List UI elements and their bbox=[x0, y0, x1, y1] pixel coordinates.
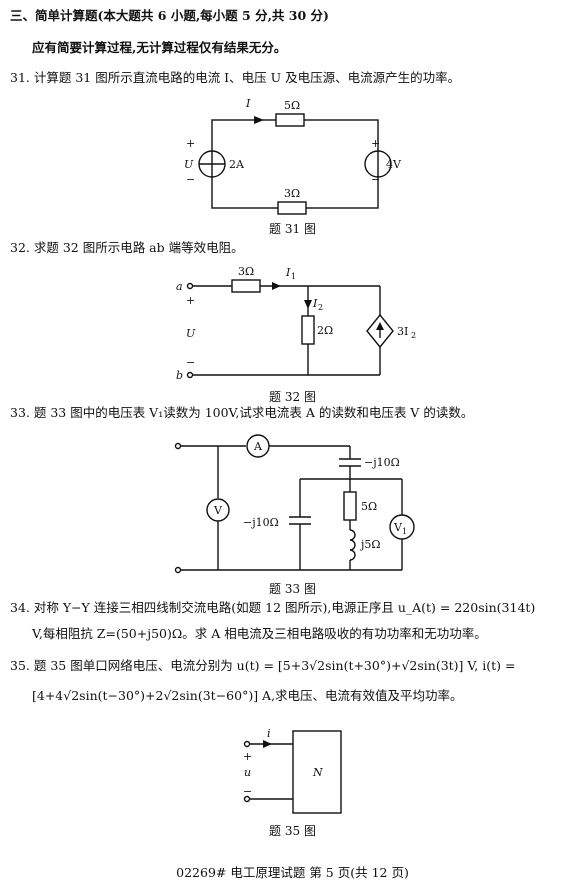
fig31-resistor-3ohm bbox=[277, 201, 307, 215]
fig32-label-U: U bbox=[186, 327, 196, 340]
fig35-plus: + bbox=[243, 750, 252, 763]
fig32-label-b: b bbox=[176, 369, 183, 382]
figure-31-caption: 题 31 图 bbox=[269, 222, 316, 236]
fig32-label-I2-sub: 2 bbox=[318, 303, 323, 312]
fig33-inductor bbox=[349, 529, 356, 561]
fig33-label-V1-sub: 1 bbox=[402, 527, 407, 536]
fig31-label-5ohm: 5Ω bbox=[284, 99, 300, 112]
fig32-label-3ohm: 3Ω bbox=[238, 265, 254, 278]
fig33-resistor-5ohm bbox=[343, 491, 357, 521]
fig35-terminal-bottom bbox=[243, 795, 251, 803]
figure-33-circuit: A −j10Ω V −j10Ω 5Ω j5Ω V 1 bbox=[174, 434, 415, 574]
fig32-label-I1-sub: 1 bbox=[291, 272, 296, 281]
fig32-terminal-b bbox=[186, 371, 194, 379]
question-34-line1: 34. 对称 Y−Y 连接三相四线制交流电路(如题 12 图所示),电源正序且 … bbox=[10, 600, 536, 615]
question-34-line2: V,每相阻抗 Z=(50+j50)Ω。求 A 相电流及三相电路吸收的有功功率和无… bbox=[32, 626, 487, 641]
fig32-dependent-source-arrow bbox=[376, 322, 384, 330]
fig31-plus-left: + bbox=[186, 137, 195, 150]
fig33-label-j5ohm: j5Ω bbox=[359, 538, 381, 551]
question-35-line2: [4+4√2sin(t−30°)+2√2sin(3t−60°)] A,求电压、电… bbox=[32, 688, 463, 703]
figure-33-caption: 题 33 图 bbox=[269, 582, 316, 596]
fig35-label-u: u bbox=[244, 766, 251, 779]
fig32-resistor-3ohm bbox=[231, 279, 261, 293]
fig32-terminal-a bbox=[186, 282, 194, 290]
fig31-label-3ohm: 3Ω bbox=[284, 187, 300, 200]
section-note: 应有简要计算过程,无计算过程仅有结果无分。 bbox=[32, 40, 287, 55]
fig33-label-V: V bbox=[213, 504, 223, 517]
page-footer: 02269# 电工原理试题 第 5 页(共 12 页) bbox=[176, 865, 409, 880]
fig32-plus: + bbox=[186, 294, 195, 307]
section-title: 三、简单计算题(本大题共 6 小题,每小题 5 分,共 30 分) bbox=[10, 8, 329, 23]
fig33-label-c-top: −j10Ω bbox=[364, 456, 400, 469]
fig35-network-box bbox=[292, 730, 342, 814]
fig32-current-arrow-I2 bbox=[304, 300, 312, 309]
fig31-label-2A: 2A bbox=[229, 158, 245, 171]
figure-32-circuit: a b + U − 3Ω I 1 I 2 2Ω 3I 2 bbox=[176, 265, 416, 382]
question-33-text: 33. 题 33 图中的电压表 V₁读数为 100V,试求电流表 A 的读数和电… bbox=[10, 405, 474, 420]
fig32-current-arrow-I1 bbox=[272, 282, 281, 290]
fig35-current-arrow bbox=[263, 740, 272, 748]
fig32-label-3I2: 3I bbox=[397, 325, 408, 338]
fig33-label-A: A bbox=[253, 440, 263, 453]
fig31-label-4V: 4V bbox=[386, 158, 402, 171]
fig31-label-I: I bbox=[245, 97, 251, 110]
fig35-label-N: N bbox=[312, 766, 323, 779]
fig35-terminal-top bbox=[243, 740, 251, 748]
fig35-minus: − bbox=[243, 785, 252, 798]
fig32-label-3I2-sub: 2 bbox=[411, 331, 416, 340]
fig32-label-a: a bbox=[176, 280, 183, 293]
fig33-label-V1: V bbox=[393, 521, 403, 534]
figure-32-caption: 题 32 图 bbox=[269, 390, 316, 404]
figure-31-circuit: I 5Ω 3Ω 2A + U − + − 4V bbox=[184, 97, 402, 215]
question-31-text: 31. 计算题 31 图所示直流电路的电流 I、电压 U 及电压源、电流源产生的… bbox=[10, 70, 461, 85]
fig32-label-I2: I bbox=[312, 297, 318, 310]
figure-35-network: i + u − N bbox=[243, 727, 342, 814]
fig33-terminal-bottom bbox=[174, 566, 182, 574]
fig31-current-arrow bbox=[254, 116, 264, 124]
fig33-label-c-left: −j10Ω bbox=[243, 516, 279, 529]
fig32-label-2ohm: 2Ω bbox=[317, 324, 333, 337]
fig31-minus-left: − bbox=[186, 173, 195, 186]
fig32-resistor-2ohm bbox=[301, 315, 315, 345]
fig33-terminal-top bbox=[174, 442, 182, 450]
fig32-label-I1: I bbox=[285, 266, 291, 279]
fig31-resistor-5ohm bbox=[275, 113, 305, 127]
fig31-plus-right: + bbox=[371, 137, 380, 150]
fig31-label-U: U bbox=[184, 158, 194, 171]
question-35-line1: 35. 题 35 图单口网络电压、电流分别为 u(t) = [5+3√2sin(… bbox=[10, 658, 516, 673]
fig35-label-i: i bbox=[267, 727, 271, 740]
fig33-label-5ohm: 5Ω bbox=[361, 500, 377, 513]
figure-35-caption: 题 35 图 bbox=[269, 824, 316, 838]
fig32-minus: − bbox=[186, 356, 195, 369]
fig31-minus-right: − bbox=[371, 173, 380, 186]
question-32-text: 32. 求题 32 图所示电路 ab 端等效电阻。 bbox=[10, 240, 244, 255]
